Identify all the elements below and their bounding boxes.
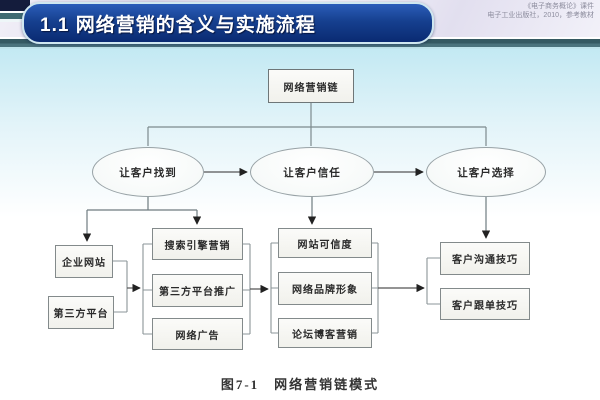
node-stage-choose: 让客户选择 [426, 147, 546, 197]
slide-title-capsule: 1.1 网络营销的含义与实施流程 [22, 2, 434, 44]
node-search-engine-marketing: 搜索引擎营销 [152, 228, 243, 260]
node-forum-blog-marketing: 论坛博客营销 [278, 318, 372, 348]
corner-stripe-light [0, 19, 30, 22]
node-online-advertising: 网络广告 [152, 318, 243, 350]
corner-stripe-teal [0, 13, 30, 19]
corner-stripe-white [0, 11, 30, 13]
node-brand-image: 网络品牌形象 [278, 272, 372, 305]
node-stage-find: 让客户找到 [92, 147, 204, 197]
node-website-credibility: 网站可信度 [278, 228, 372, 258]
reference-text: 《电子商务概论》课件 电子工业出版社，2010，参考教材 [424, 2, 594, 20]
corner-stripe-navy [0, 0, 30, 11]
node-follow-up-skills: 客户跟单技巧 [440, 288, 530, 320]
reference-line-1: 《电子商务概论》课件 [524, 3, 594, 10]
node-enterprise-website: 企业网站 [55, 245, 113, 278]
slide-title: 1.1 网络营销的含义与实施流程 [40, 14, 316, 36]
figure-caption: 图7-1 网络营销链模式 [220, 377, 380, 392]
node-stage-trust: 让客户信任 [250, 147, 374, 197]
node-communication-skills: 客户沟通技巧 [440, 242, 530, 275]
node-third-party-platform: 第三方平台 [48, 296, 114, 329]
reference-line-2: 电子工业出版社，2010，参考教材 [487, 12, 594, 19]
node-root: 网络营销链 [268, 69, 354, 103]
node-third-party-promotion: 第三方平台推广 [152, 274, 243, 307]
